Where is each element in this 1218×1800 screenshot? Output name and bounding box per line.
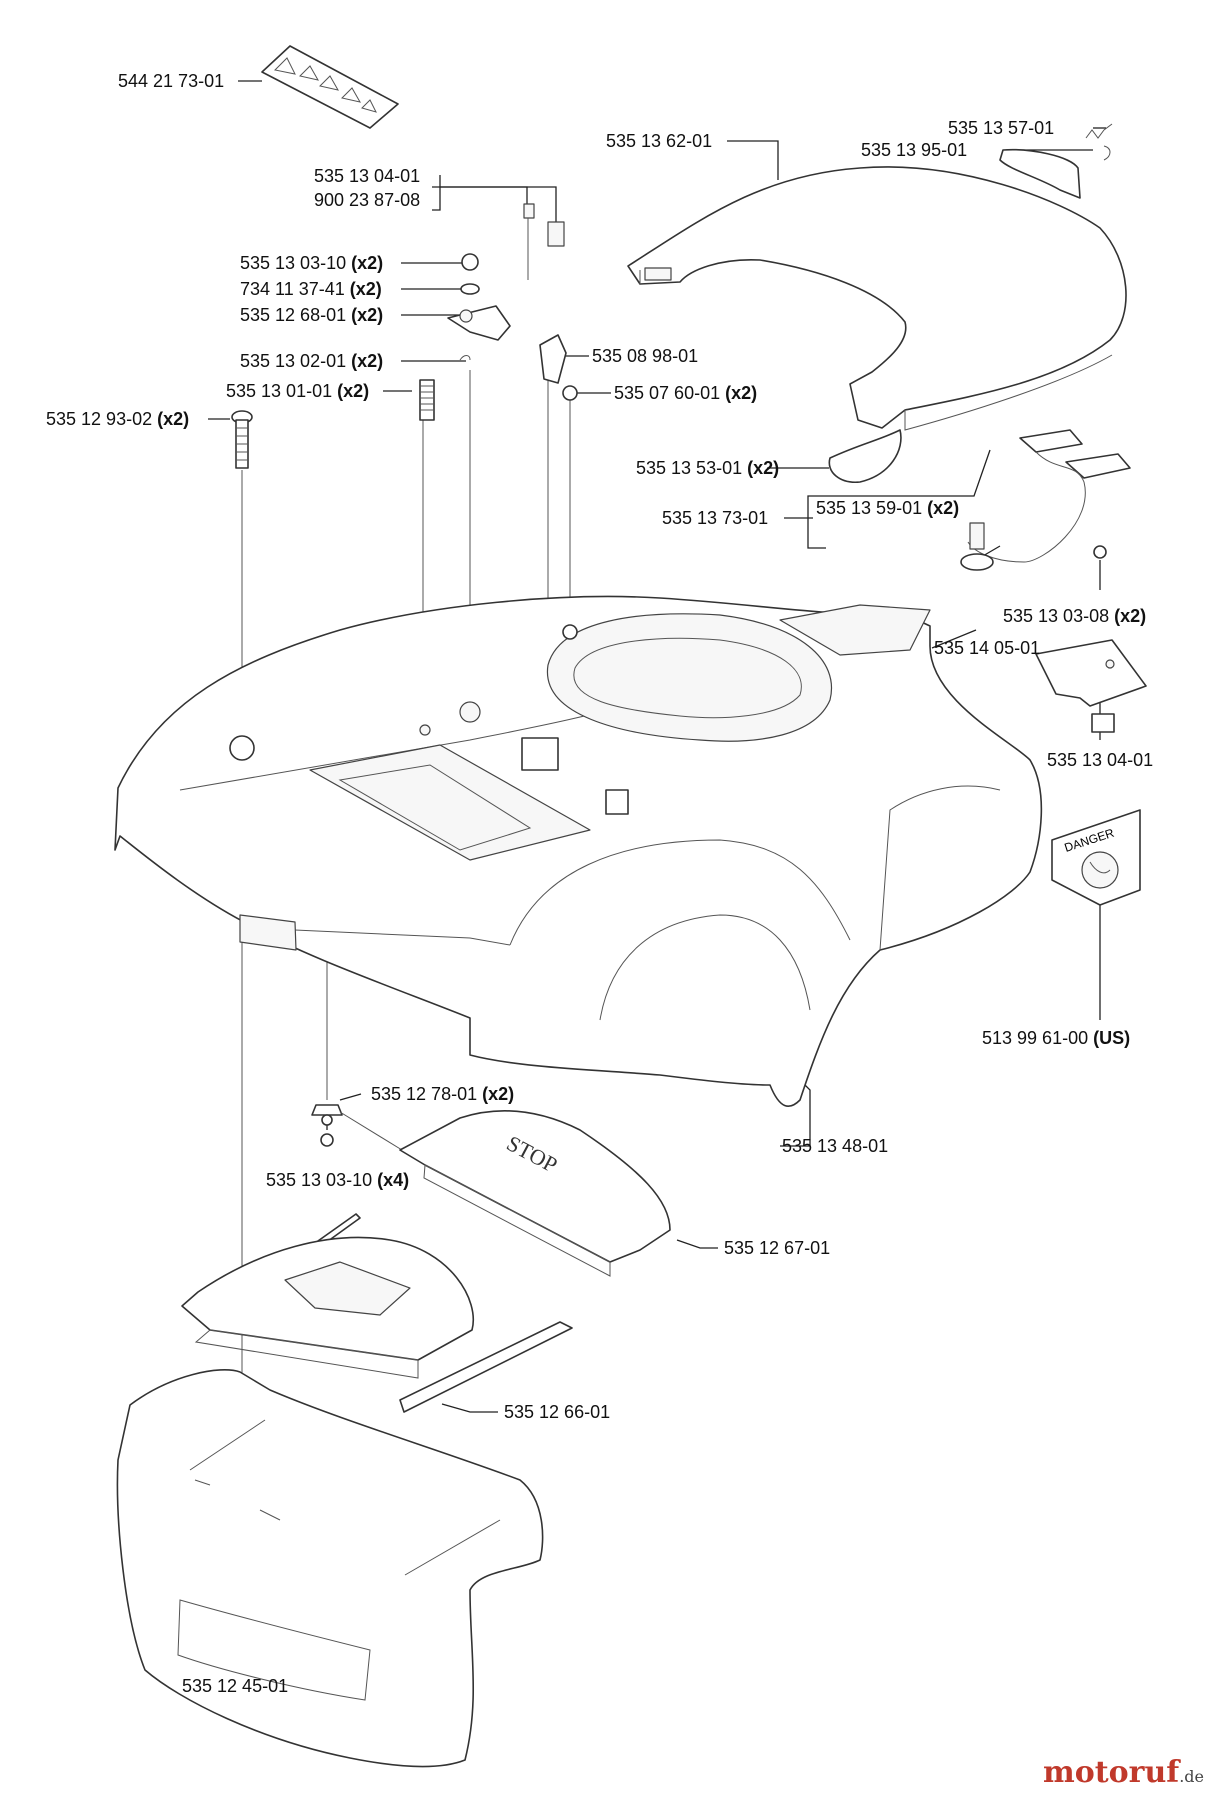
label-535-13-73-01: 535 13 73-01 (662, 508, 769, 528)
small-screws (419, 253, 511, 421)
label-535-08-98-01: 535 08 98-01 (592, 346, 699, 366)
watermark-logo: motoruf.de (1043, 1755, 1204, 1790)
label-535-07-60-01: 535 07 60-01 (x2) (614, 383, 758, 403)
label-544-21-73-01: 544 21 73-01 (118, 71, 225, 91)
label-535-13-62-01: 535 13 62-01 (606, 131, 713, 151)
label-535-14-05-01: 535 14 05-01 (934, 638, 1041, 658)
latch (828, 429, 902, 483)
main-body (114, 595, 1043, 1108)
label-513-99-61-00: 513 99 61-00 (US) (982, 1028, 1131, 1048)
label-535-13-03-08: 535 13 03-08 (x2) (1003, 606, 1147, 626)
label-535-12-93-02: 535 12 93-02 (x2) (46, 409, 190, 429)
label-535-13-03-10-x2: 535 13 03-10 (x2) (240, 253, 384, 273)
label-535-13-03-10-x4: 535 13 03-10 (x4) (266, 1170, 410, 1190)
label-535-12-45-01: 535 12 45-01 (182, 1676, 289, 1696)
warning-decal-strip (261, 45, 399, 129)
display-frame (181, 1213, 573, 1413)
lid-handle (999, 123, 1113, 199)
label-535-12-78-01: 535 12 78-01 (x2) (371, 1084, 515, 1104)
label-535-13-59-01: 535 13 59-01 (x2) (816, 498, 960, 518)
label-535-13-04-01-right: 535 13 04-01 (1047, 750, 1154, 770)
label-535-13-04-01-top: 535 13 04-01 (314, 166, 421, 186)
label-535-12-67-01: 535 12 67-01 (724, 1238, 831, 1258)
danger-label: DANGER (1051, 809, 1141, 906)
label-535-13-48-01: 535 13 48-01 (782, 1136, 889, 1156)
label-535-13-95-01: 535 13 95-01 (861, 140, 968, 160)
label-535-12-68-01: 535 12 68-01 (x2) (240, 305, 384, 325)
label-535-13-01-01: 535 13 01-01 (x2) (226, 381, 370, 401)
label-734-11-37-41: 734 11 37-41 (x2) (240, 279, 382, 299)
screw-small-right (1093, 545, 1107, 559)
clip (539, 334, 578, 401)
hinge-bracket-screws (311, 1104, 403, 1151)
label-535-13-53-01: 535 13 53-01 (x2) (636, 458, 780, 478)
cable-tie (523, 203, 565, 280)
label-900-23-87-08: 900 23 87-08 (314, 190, 421, 210)
top-cover (627, 166, 1127, 431)
front-bumper (116, 1369, 544, 1768)
cover-plate (1035, 639, 1147, 733)
label-535-13-57-01: 535 13 57-01 (948, 118, 1055, 138)
label-535-12-66-01: 535 12 66-01 (504, 1402, 611, 1422)
label-535-13-02-01: 535 13 02-01 (x2) (240, 351, 384, 371)
sensor-bracket (960, 429, 1131, 571)
long-screw (231, 410, 253, 469)
stop-button: STOP (399, 1110, 671, 1277)
